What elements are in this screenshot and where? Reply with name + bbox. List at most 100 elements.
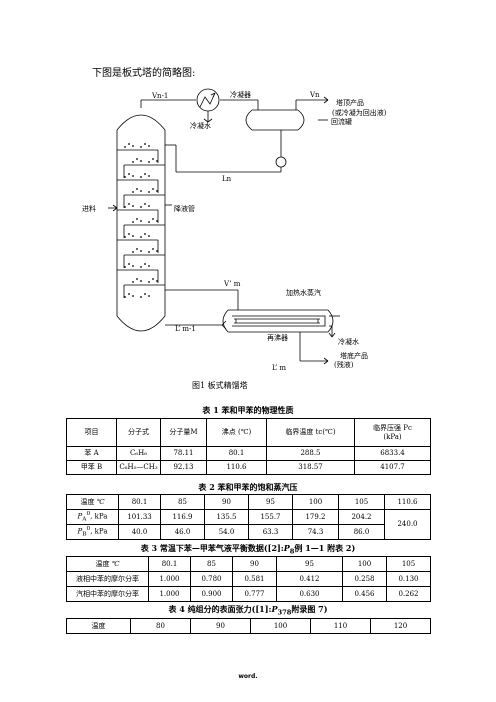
label-bottom-product-2: (残液) bbox=[334, 360, 354, 369]
table4-title: 表 4 纯组分的表面张力([1]:P378附录图 7) bbox=[168, 604, 328, 617]
table-row: 温度 ℃ 80.1 85 90 95 100 105 bbox=[66, 556, 431, 572]
label-l-prime-m: L’ m bbox=[272, 364, 286, 372]
reflux-tank bbox=[245, 96, 329, 131]
table2-cell: 86.0 bbox=[338, 524, 385, 540]
table1-header-cell: 临界压强 Pc(kPa) bbox=[354, 418, 431, 447]
table3-liquid-label: 液相中苯的摩尔分率 bbox=[66, 571, 149, 587]
table2-merged-cell: 240.0 bbox=[384, 509, 431, 540]
table3-cell: 0.262 bbox=[386, 586, 431, 602]
table3-cell: 0.777 bbox=[232, 586, 277, 602]
table2-cell: 54.0 bbox=[204, 524, 249, 540]
table3-cell: 0.900 bbox=[190, 586, 233, 602]
table2-cell: 110.6 bbox=[384, 494, 431, 510]
table2-cell: 74.3 bbox=[292, 524, 339, 540]
table1-cell: 78.11 bbox=[160, 446, 207, 461]
table3-cell: 100 bbox=[342, 556, 387, 572]
table4-cell: 温度 bbox=[66, 618, 131, 634]
table2-cell: 135.5 bbox=[204, 509, 249, 525]
table1-cell: 4107.7 bbox=[354, 460, 431, 475]
table3-cell: 0.412 bbox=[276, 571, 343, 587]
figure-caption: 图1 板式精馏塔 bbox=[192, 381, 248, 390]
table4-cell: 90 bbox=[190, 618, 251, 634]
table2-cell: 100 bbox=[292, 494, 339, 510]
table-row: 汽相中苯的摩尔分率 1.000 0.900 0.777 0.630 0.456 … bbox=[66, 586, 431, 602]
table3-cell: 1.000 bbox=[148, 571, 191, 587]
table3-temp-label: 温度 ℃ bbox=[66, 556, 149, 572]
label-reflux-tank: 回流罐 bbox=[331, 117, 352, 126]
table1-title: 表 1 苯和甲苯的物理性质 bbox=[202, 405, 294, 415]
label-feed: 进料 bbox=[82, 204, 96, 213]
table2-cell: 105 bbox=[338, 494, 385, 510]
condenser-icon bbox=[196, 88, 220, 123]
reboiler-lines bbox=[165, 289, 329, 365]
label-vn-minus-1: Vn-1 bbox=[151, 92, 168, 100]
table2-cell: 63.3 bbox=[248, 524, 293, 540]
table3-cell: 0.130 bbox=[386, 571, 431, 587]
table4-cell: 120 bbox=[370, 618, 431, 634]
label-v-prime-m: V’ m bbox=[223, 280, 241, 288]
table2-cell: 46.0 bbox=[160, 524, 205, 540]
table3-cell: 95 bbox=[276, 556, 343, 572]
table1-cell: 92.13 bbox=[160, 460, 207, 475]
label-top-product-2: (或冷凝为回出液) bbox=[332, 108, 387, 117]
feed-line bbox=[108, 204, 172, 212]
label-l-prime-m-minus-1: L’ m-1 bbox=[175, 325, 196, 333]
table-row: 液相中苯的摩尔分率 1.000 0.780 0.581 0.412 0.258 … bbox=[66, 571, 431, 587]
table1-physical-properties: 项目 分子式 分子量M 沸点 (℃) 临界温度 tc(℃) 临界压强 Pc(kP… bbox=[66, 418, 431, 475]
table2-cell: 179.2 bbox=[292, 509, 339, 525]
label-top-product-1: 塔顶产品 bbox=[336, 98, 364, 107]
overhead-vapor-line bbox=[140, 99, 259, 110]
table2-cell: 155.7 bbox=[248, 509, 293, 525]
page-footer: word. bbox=[238, 673, 258, 680]
column-trays bbox=[117, 149, 165, 298]
label-ln: Ln bbox=[222, 175, 232, 183]
table1-header-cell: 沸点 (℃) bbox=[206, 418, 267, 447]
label-vn: Vn bbox=[309, 91, 320, 99]
table-row: PA0, kPa 101.33 116.9 135.5 155.7 179.2 … bbox=[66, 509, 431, 540]
label-cooling-water-top: 冷凝水 bbox=[190, 121, 211, 130]
label-bottom-product-1: 塔底产品 bbox=[340, 351, 368, 360]
table1-cell: C₆H₅—CH₃ bbox=[116, 460, 161, 475]
table1-header-cell: 分子式 bbox=[116, 418, 161, 447]
table3-cell: 80.1 bbox=[148, 556, 191, 572]
table1-cell: C₆H₆ bbox=[116, 446, 161, 461]
table2-cell: 90 bbox=[204, 494, 249, 510]
table3-cell: 105 bbox=[386, 556, 431, 572]
table2-pb-label: PB0, kPa bbox=[66, 524, 119, 540]
table2-cell: 40.0 bbox=[118, 524, 161, 540]
table-row: 项目 分子式 分子量M 沸点 (℃) 临界温度 tc(℃) 临界压强 Pc(kP… bbox=[66, 418, 431, 447]
label-steam: 加热水蒸汽 bbox=[286, 288, 321, 297]
table1-header-cell: 项目 bbox=[66, 418, 117, 447]
table1-cell: 110.6 bbox=[206, 460, 267, 475]
table-row: 温度 80 90 100 110 120 bbox=[66, 618, 431, 634]
label-reboiler: 再沸器 bbox=[267, 333, 288, 342]
table3-cell: 0.456 bbox=[342, 586, 387, 602]
reflux-line bbox=[165, 130, 287, 173]
table2-cell: 204.2 bbox=[338, 509, 385, 525]
table2-cell: 116.9 bbox=[160, 509, 205, 525]
table1-cell: 甲苯 B bbox=[66, 460, 117, 475]
table3-cell: 90 bbox=[232, 556, 277, 572]
table2-pa-label: PA0, kPa bbox=[66, 509, 119, 525]
table-row: 苯 A C₆H₆ 78.11 80.1 288.5 6833.4 bbox=[66, 446, 431, 461]
table1-cell: 80.1 bbox=[206, 446, 267, 461]
table1-cell: 288.5 bbox=[266, 446, 355, 461]
label-cooling-water-bottom: 冷凝水 bbox=[338, 337, 359, 346]
table3-vapor-label: 汽相中苯的摩尔分率 bbox=[66, 586, 149, 602]
table1-cell: 6833.4 bbox=[354, 446, 431, 461]
table-row: PB0, kPa 40.0 46.0 54.0 63.3 74.3 86.0 bbox=[66, 524, 431, 540]
reboiler bbox=[222, 309, 340, 338]
table2-cell: 95 bbox=[248, 494, 293, 510]
table1-header-cell: 临界温度 tc(℃) bbox=[266, 418, 355, 447]
table1-header-cell: 分子量M bbox=[160, 418, 207, 447]
table2-cell: 80.1 bbox=[118, 494, 161, 510]
table2-cell: 101.33 bbox=[118, 509, 161, 525]
table4-surface-tension: 温度 80 90 100 110 120 bbox=[66, 618, 431, 634]
table-row: 温度 ℃ 80.1 85 90 95 100 105 110.6 bbox=[66, 494, 431, 510]
table1-cell: 318.57 bbox=[266, 460, 355, 475]
table3-cell: 0.258 bbox=[342, 571, 387, 587]
label-condenser: 冷凝器 bbox=[230, 90, 251, 99]
table4-cell: 110 bbox=[310, 618, 371, 634]
table2-temp-label: 温度 ℃ bbox=[66, 494, 119, 510]
table3-cell: 0.780 bbox=[190, 571, 233, 587]
